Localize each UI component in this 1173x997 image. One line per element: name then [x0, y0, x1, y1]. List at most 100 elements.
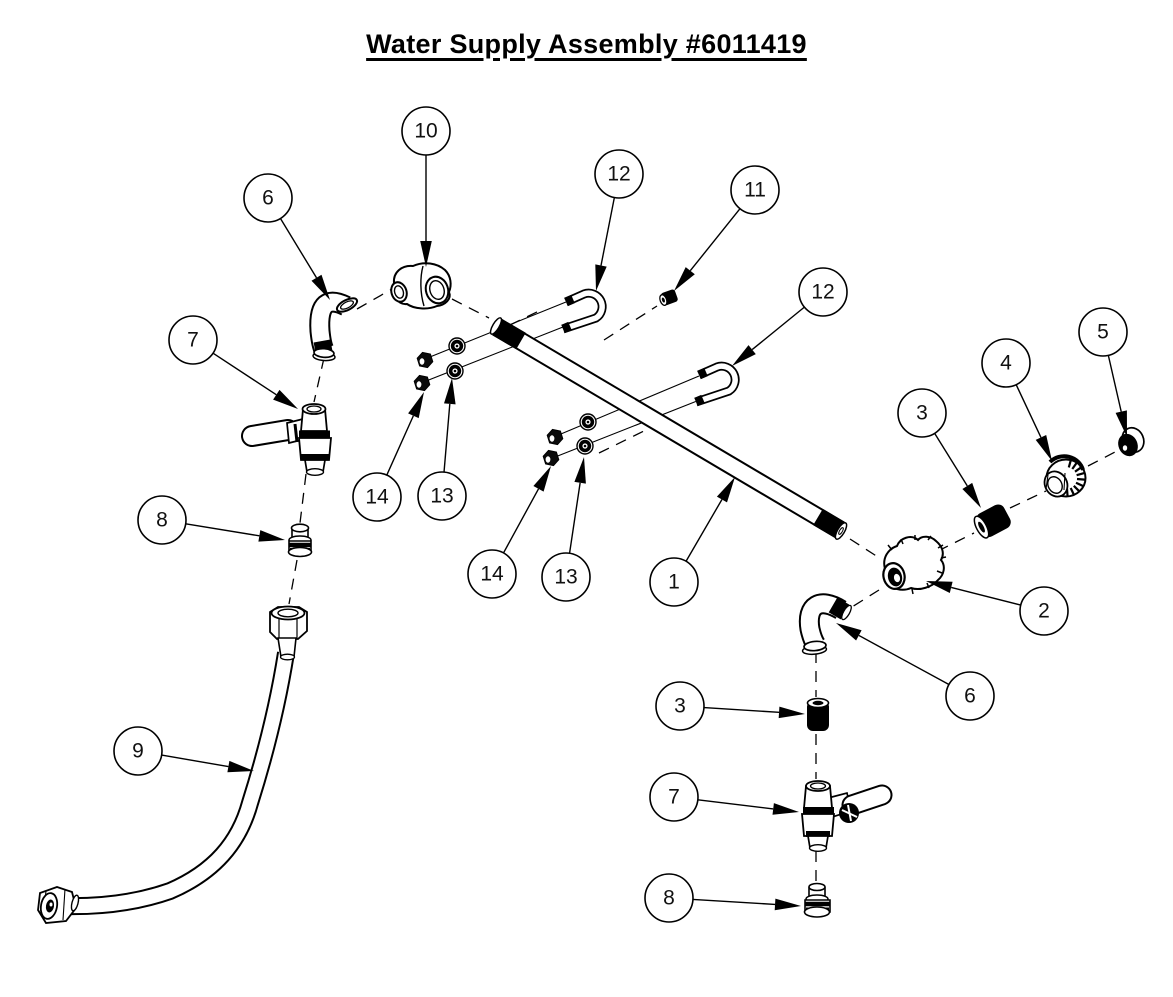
hex-nut-part-14	[542, 449, 560, 467]
balloon-number: 7	[187, 329, 199, 352]
hex-nut-part-14	[546, 428, 564, 446]
leader-arrowhead	[311, 274, 330, 300]
callout-balloon: 12	[594, 149, 644, 291]
callout-balloon: 5	[1078, 307, 1128, 437]
leader-line	[386, 415, 415, 476]
leader-arrowhead	[716, 477, 735, 503]
flat-washer-part-13	[576, 437, 594, 455]
balloon-number: 11	[744, 179, 766, 202]
balloon-number: 7	[668, 786, 680, 809]
leader-line	[1015, 384, 1042, 438]
leader-line	[697, 799, 774, 810]
callout-balloon: 2	[926, 581, 1069, 636]
tee-fitting-part-2	[882, 535, 947, 595]
hose-barb-part-3-bottom	[806, 697, 830, 731]
leader-arrowhead	[674, 267, 695, 291]
leader-arrowhead	[408, 392, 424, 419]
leader-arrowhead	[962, 482, 981, 508]
leader-arrowhead	[227, 760, 254, 773]
hose-barb-part-3-right	[973, 504, 1011, 539]
balloon-number: 3	[916, 402, 928, 425]
leader-line	[161, 754, 229, 768]
spray-pipe-part-1	[489, 317, 848, 540]
leader-arrowhead	[420, 241, 432, 267]
balloon-circle	[467, 549, 517, 599]
hex-nut-part-14	[413, 374, 431, 392]
balloon-circle	[1019, 586, 1069, 636]
pipe-plug-part-11	[659, 289, 678, 306]
u-bolt-part-12-front	[561, 288, 607, 334]
balloon-circle	[730, 165, 780, 215]
leader-line	[568, 482, 581, 554]
callout-balloon: 14	[467, 466, 551, 599]
balloon-circle	[981, 338, 1031, 388]
fastener-alignment-line	[544, 400, 698, 462]
nuts-and-washers	[413, 337, 597, 467]
balloon-circle	[401, 106, 451, 156]
u-bolt-part-12-rear	[694, 361, 740, 407]
balloon-circle	[137, 495, 187, 545]
balloon-number: 9	[132, 740, 144, 763]
leader-line	[751, 306, 805, 351]
leader-line	[685, 499, 723, 562]
balloon-number: 10	[414, 120, 437, 143]
balloon-number: 4	[1000, 352, 1012, 375]
balloon-circle	[897, 388, 947, 438]
balloon-circle	[113, 726, 163, 776]
balloon-circle	[594, 149, 644, 199]
callout-balloon: 4	[981, 338, 1052, 461]
dashed-centerline	[937, 532, 975, 552]
callout-balloon: 9	[113, 726, 254, 776]
callout-balloon: 8	[644, 873, 801, 923]
balloon-number: 8	[156, 509, 168, 532]
leader-arrowhead	[778, 706, 805, 719]
supply-hose-part-9	[37, 605, 308, 924]
dashed-centerline	[451, 298, 490, 319]
leader-line	[689, 208, 741, 272]
balloon-number: 13	[430, 485, 453, 508]
leader-line	[858, 634, 950, 686]
dashed-centerline	[849, 538, 882, 560]
callout-balloon: 7	[168, 315, 298, 409]
hex-nut-part-14	[416, 351, 434, 369]
leader-line	[279, 218, 318, 279]
balloon-circle	[649, 557, 699, 607]
leader-line	[212, 352, 277, 396]
callout-balloon: 13	[541, 457, 591, 602]
callout-balloon: 10	[401, 106, 451, 267]
ball-valve-part-7-right	[801, 780, 893, 853]
elbow-part-6-top-left	[309, 291, 359, 362]
leader-line	[1107, 355, 1122, 412]
leader-arrowhead	[732, 345, 756, 366]
leader-arrowhead	[444, 378, 456, 405]
callout-balloon: 3	[655, 681, 805, 731]
balloon-circle	[417, 471, 467, 521]
fastener-alignment-line	[415, 326, 564, 386]
dashed-centerline	[299, 473, 307, 524]
callout-balloon: 11	[674, 165, 780, 291]
dashed-centerline	[598, 429, 647, 454]
balloon-number: 14	[365, 486, 389, 509]
leader-arrowhead	[772, 803, 799, 815]
elbow-part-6-right	[798, 593, 852, 656]
callout-balloon: 14	[352, 392, 424, 522]
dashed-centerline	[313, 357, 325, 403]
balloon-circle	[1078, 307, 1128, 357]
leader-arrowhead	[1115, 410, 1127, 437]
callout-balloon: 13	[417, 378, 467, 521]
leader-arrowhead	[258, 530, 285, 542]
balloon-number: 6	[262, 187, 274, 210]
adapter-part-8-left	[287, 523, 313, 558]
leader-line	[185, 523, 260, 537]
dashed-centerline	[1009, 490, 1047, 509]
leader-arrowhead	[595, 264, 607, 291]
diagram-title: Water Supply Assembly #6011419	[366, 29, 807, 59]
balloon-number: 2	[1038, 600, 1050, 623]
ball-valve-part-7-left	[241, 403, 332, 477]
balloon-circle	[945, 671, 995, 721]
callout-balloon: 1	[649, 477, 735, 607]
callout-balloon: 12	[732, 267, 848, 366]
balloon-number: 8	[663, 887, 675, 910]
